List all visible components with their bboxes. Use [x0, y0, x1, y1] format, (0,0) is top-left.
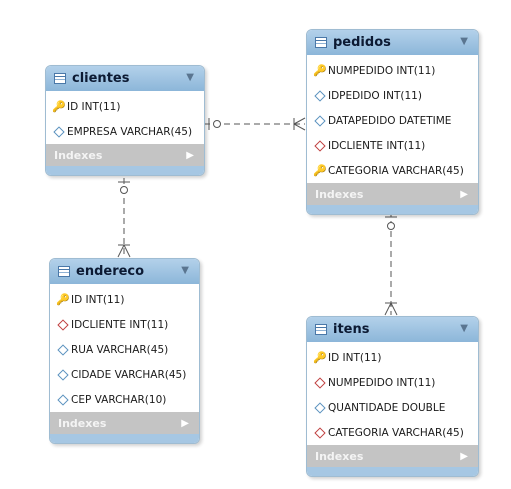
indexes-label: Indexes — [54, 148, 103, 162]
entity-header[interactable]: itens ▼ — [307, 317, 478, 342]
indexes-label: Indexes — [315, 449, 364, 463]
entity-header[interactable]: endereco ▼ — [50, 259, 199, 284]
column-label: RUA VARCHAR(45) — [71, 343, 169, 356]
entity-footer — [307, 205, 478, 214]
expand-arrow-icon[interactable]: ▶ — [460, 188, 468, 200]
column-row[interactable]: NUMPEDIDO INT(11) — [307, 370, 478, 395]
column-label: DATAPEDIDO DATETIME — [328, 114, 452, 127]
column-row[interactable]: DATAPEDIDO DATETIME — [307, 108, 478, 133]
key-icon: 🔑 — [56, 293, 70, 306]
column-label: NUMPEDIDO INT(11) — [328, 376, 436, 389]
foreign-key-diamond-icon — [57, 318, 69, 331]
attribute-diamond-icon — [57, 393, 69, 406]
column-label: EMPRESA VARCHAR(45) — [67, 125, 193, 138]
foreign-key-diamond-icon — [314, 376, 326, 389]
attribute-diamond-icon — [53, 125, 65, 138]
foreign-key-diamond-icon — [314, 426, 326, 439]
entity-endereco[interactable]: endereco ▼ 🔑 ID INT(11) IDCLIENTE INT(11… — [49, 258, 200, 444]
entity-title: clientes — [72, 71, 130, 86]
entity-title: pedidos — [333, 35, 391, 50]
column-row[interactable]: 🔑 CATEGORIA VARCHAR(45) — [307, 158, 478, 183]
chevron-down-icon[interactable]: ▼ — [186, 72, 194, 83]
column-row[interactable]: IDCLIENTE INT(11) — [50, 312, 199, 337]
attribute-diamond-icon — [314, 401, 326, 414]
column-label: NUMPEDIDO INT(11) — [328, 64, 436, 77]
chevron-down-icon[interactable]: ▼ — [181, 265, 189, 276]
column-row[interactable]: RUA VARCHAR(45) — [50, 337, 199, 362]
entity-title: itens — [333, 322, 370, 337]
column-label: IDCLIENTE INT(11) — [71, 318, 169, 331]
entity-pedidos[interactable]: pedidos ▼ 🔑 NUMPEDIDO INT(11) IDPEDIDO I… — [306, 29, 479, 215]
entity-clientes[interactable]: clientes ▼ 🔑 ID INT(11) EMPRESA VARCHAR(… — [45, 65, 205, 176]
indexes-section[interactable]: Indexes ▶ — [46, 144, 204, 166]
entity-title: endereco — [76, 264, 145, 279]
attribute-diamond-icon — [314, 89, 326, 102]
column-label: CATEGORIA VARCHAR(45) — [328, 426, 464, 439]
column-label: IDCLIENTE INT(11) — [328, 139, 426, 152]
chevron-down-icon[interactable]: ▼ — [460, 36, 468, 47]
column-row[interactable]: QUANTIDADE DOUBLE — [307, 395, 478, 420]
column-row[interactable]: CEP VARCHAR(10) — [50, 387, 199, 412]
column-label: IDPEDIDO INT(11) — [328, 89, 422, 102]
column-row[interactable]: IDCLIENTE INT(11) — [307, 133, 478, 158]
key-icon: 🔑 — [313, 164, 327, 177]
column-label: CIDADE VARCHAR(45) — [71, 368, 187, 381]
column-label: QUANTIDADE DOUBLE — [328, 401, 446, 414]
column-row[interactable]: 🔑 ID INT(11) — [50, 287, 199, 312]
entity-footer — [46, 166, 204, 175]
foreign-key-diamond-icon — [314, 139, 326, 152]
column-label: ID INT(11) — [67, 100, 121, 113]
table-icon — [54, 73, 66, 84]
entity-header[interactable]: pedidos ▼ — [307, 30, 478, 55]
attribute-diamond-icon — [314, 114, 326, 127]
column-row[interactable]: IDPEDIDO INT(11) — [307, 83, 478, 108]
indexes-section[interactable]: Indexes ▶ — [307, 183, 478, 205]
table-icon — [58, 266, 70, 277]
entity-footer — [50, 434, 199, 443]
table-icon — [315, 324, 327, 335]
column-row[interactable]: EMPRESA VARCHAR(45) — [46, 119, 204, 144]
expand-arrow-icon[interactable]: ▶ — [460, 450, 468, 462]
expand-arrow-icon[interactable]: ▶ — [181, 417, 189, 429]
key-icon: 🔑 — [313, 351, 327, 364]
column-label: ID INT(11) — [71, 293, 125, 306]
column-row[interactable]: CIDADE VARCHAR(45) — [50, 362, 199, 387]
column-row[interactable]: CATEGORIA VARCHAR(45) — [307, 420, 478, 445]
attribute-diamond-icon — [57, 343, 69, 356]
chevron-down-icon[interactable]: ▼ — [460, 323, 468, 334]
column-label: CEP VARCHAR(10) — [71, 393, 167, 406]
indexes-section[interactable]: Indexes ▶ — [50, 412, 199, 434]
indexes-label: Indexes — [58, 416, 107, 430]
indexes-label: Indexes — [315, 187, 364, 201]
entity-footer — [307, 467, 478, 476]
entity-itens[interactable]: itens ▼ 🔑 ID INT(11) NUMPEDIDO INT(11) Q… — [306, 316, 479, 477]
table-icon — [315, 37, 327, 48]
key-icon: 🔑 — [52, 100, 66, 113]
entity-header[interactable]: clientes ▼ — [46, 66, 204, 91]
column-label: ID INT(11) — [328, 351, 382, 364]
indexes-section[interactable]: Indexes ▶ — [307, 445, 478, 467]
column-row[interactable]: 🔑 ID INT(11) — [46, 94, 204, 119]
attribute-diamond-icon — [57, 368, 69, 381]
column-row[interactable]: 🔑 NUMPEDIDO INT(11) — [307, 58, 478, 83]
expand-arrow-icon[interactable]: ▶ — [186, 149, 194, 161]
key-icon: 🔑 — [313, 64, 327, 77]
column-label: CATEGORIA VARCHAR(45) — [328, 164, 464, 177]
column-row[interactable]: 🔑 ID INT(11) — [307, 345, 478, 370]
